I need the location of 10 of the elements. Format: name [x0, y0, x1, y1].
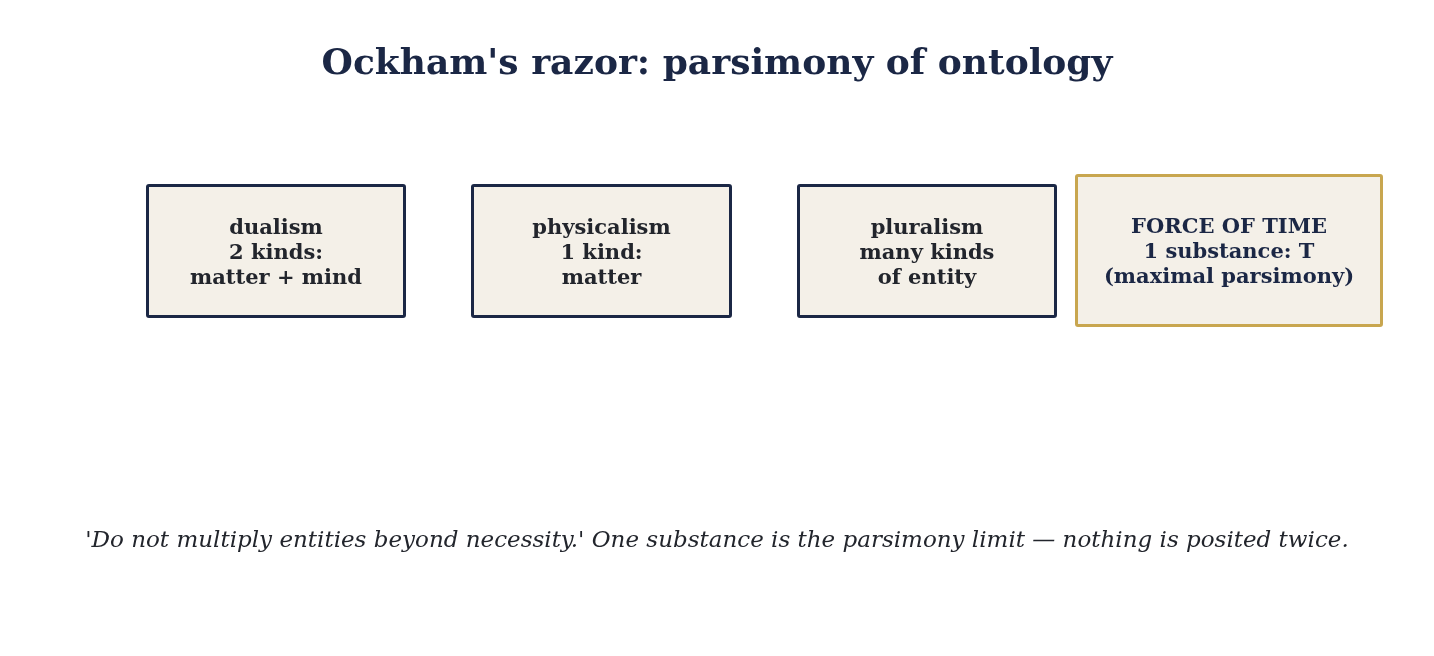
- box-label: pluralism many kinds of entity: [859, 213, 995, 289]
- caption: 'Do not multiply entities beyond necessity.' One substance is the parsimony limit — nothing is posited twice.: [85, 526, 1349, 552]
- process-box: [146, 184, 406, 318]
- box-label: physicalism 1 kind: matter: [532, 213, 671, 289]
- process-box: [471, 184, 732, 318]
- diagram-title: Ockham's razor: parsimony of ontology: [321, 40, 1113, 82]
- box-label: dualism 2 kinds: matter + mind: [190, 213, 362, 289]
- process-box: [797, 184, 1057, 318]
- box-label: FORCE OF TIME 1 substance: T (maximal parsimony): [1103, 213, 1355, 288]
- process-box: [1075, 174, 1383, 327]
